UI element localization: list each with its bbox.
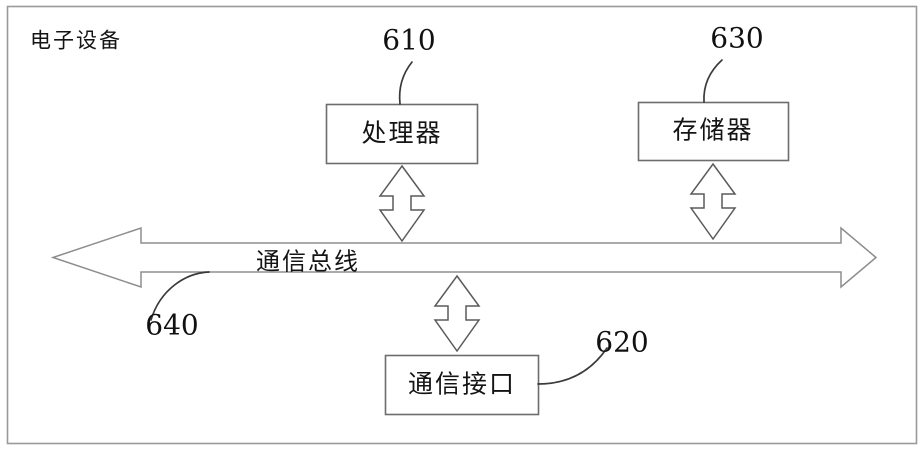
ref-number-630: 630 [710,22,763,55]
processor-label: 处理器 [361,119,442,148]
communication-interface-label: 通信接口 [408,370,516,399]
leader-line-630 [703,59,723,103]
ref-number-610: 610 [382,24,435,57]
communication-bus-label: 通信总线 [256,248,360,276]
connector-bus-interface [433,274,481,353]
frame-title: 电子设备 [30,29,122,53]
ref-number-620: 620 [595,326,648,359]
communication-bus-shape [50,226,878,289]
connector-processor-bus [378,164,426,243]
ref-number-640: 640 [145,309,198,342]
device-frame [6,5,918,445]
memory-label: 存储器 [672,116,753,145]
processor-box [325,103,479,165]
connector-memory-bus [689,162,737,241]
memory-box [637,101,790,162]
leader-line-640 [150,271,210,321]
leader-line-620 [537,347,608,385]
communication-interface-box [384,354,540,416]
leader-line-610 [398,61,413,105]
